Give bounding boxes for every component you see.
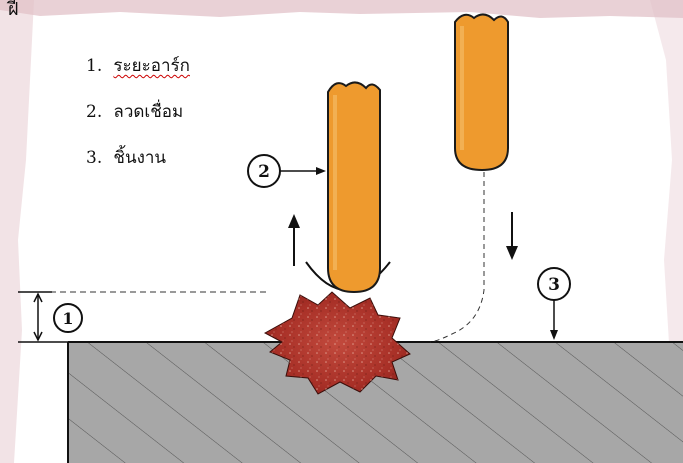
- arc-length-dimension: [18, 291, 68, 343]
- down-arrow-icon: [506, 212, 518, 260]
- legend-item-workpiece: 3. ชิ้นงาน: [86, 150, 166, 167]
- electrode-approaching: [454, 13, 509, 172]
- electrode-lifted: [327, 81, 381, 294]
- legend-item-electrode: 2. ลวดเชื่อม: [86, 104, 183, 121]
- legend-item-label: ลวดเชื่อม: [113, 102, 184, 122]
- callout-1: 1: [53, 303, 83, 333]
- legend-item-label: ชิ้นงาน: [113, 148, 167, 168]
- legend-item-number: 1.: [86, 56, 103, 76]
- up-arrow-icon: [288, 214, 300, 266]
- callout-1-label: 1: [62, 309, 73, 328]
- legend-item-arc-length: 1. ระยะอาร์ก: [86, 58, 190, 75]
- callout-3: 3: [537, 267, 571, 340]
- electrode-path-dashed: [429, 172, 485, 343]
- callout-2: 2: [247, 154, 326, 188]
- weld-pool: [263, 291, 411, 395]
- legend-item-number: 3.: [86, 148, 103, 168]
- callout-3-label: 3: [548, 275, 560, 295]
- legend-item-number: 2.: [86, 102, 103, 122]
- legend-item-label: ระยะอาร์ก: [113, 56, 190, 76]
- header-mark: ฝี: [8, 0, 19, 20]
- callout-2-label: 2: [258, 162, 270, 182]
